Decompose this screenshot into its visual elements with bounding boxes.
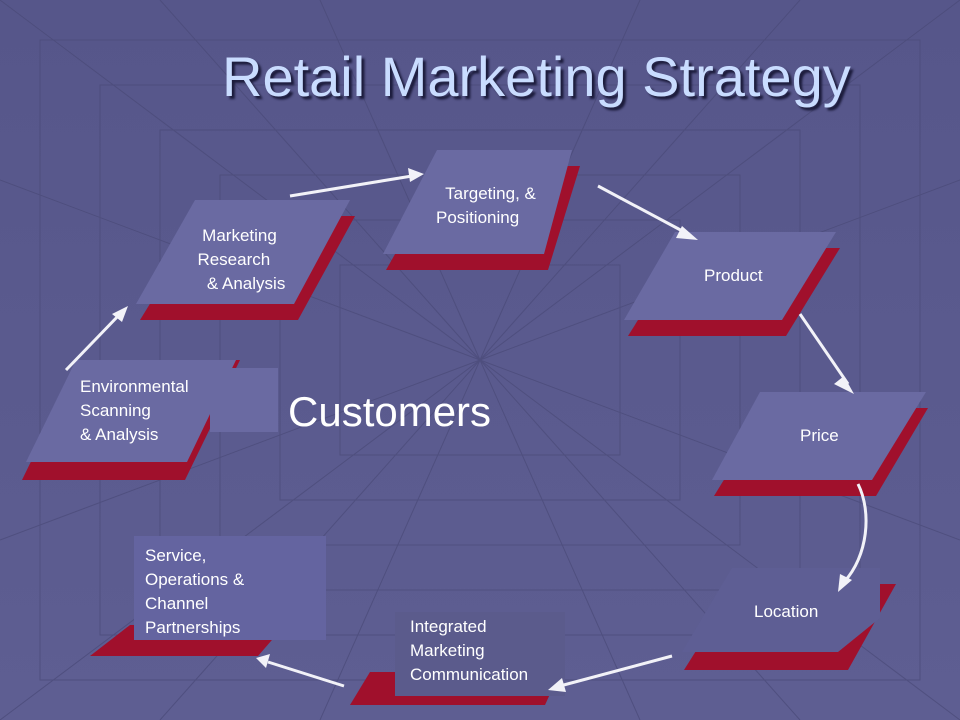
label-targeting: Targeting, & Positioning [436,184,536,227]
step-service [90,536,326,656]
label-environmental: Environmental Scanning & Analysis [80,377,189,444]
arrow-5 [842,483,868,584]
arrow-6 [559,654,673,688]
label-research: Marketing Research & Analysis [197,226,286,293]
label-product: Product [704,266,763,285]
center-customers-label: Customers [288,388,492,435]
slide-title: Retail Marketing Strategy [222,45,851,108]
label-imc: Integrated Marketing Communication [410,617,529,684]
cycle-arrows [64,168,868,692]
arrow-3 [597,184,689,236]
label-price: Price [800,426,839,445]
arrowhead-2 [408,168,424,182]
step-location [682,568,896,670]
step-environmental [22,360,278,480]
arrow-2 [289,174,413,198]
step-research [136,200,355,320]
step-targeting [383,150,580,270]
arrow-4 [798,313,850,385]
arrowhead-1 [112,306,128,322]
arrowhead-3 [676,226,698,240]
label-location: Location [754,602,819,621]
arrowhead-4 [834,376,854,394]
step-product [624,232,840,336]
arrowhead-5 [838,574,852,592]
label-service: Service, Operations & Channel Partnershi… [145,546,245,637]
arrow-7 [267,660,345,688]
step-price [712,392,928,496]
arrowhead-7 [256,654,270,668]
arrowhead-6 [548,678,566,692]
arrow-1 [64,312,122,372]
step-imc [350,612,565,705]
